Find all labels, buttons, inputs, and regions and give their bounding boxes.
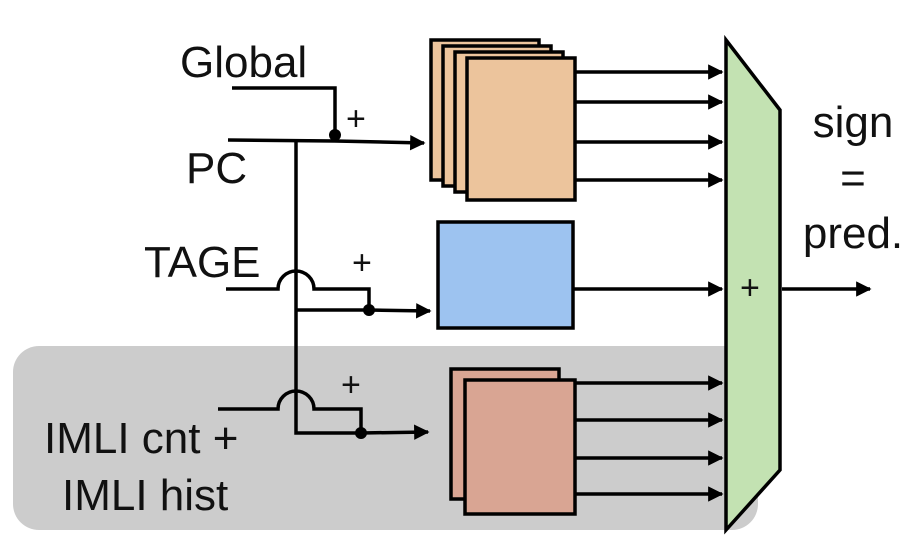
tage-table-input-arrow — [368, 303, 432, 319]
global-input-line — [232, 86, 337, 135]
tage-input-line — [226, 269, 371, 309]
pc-input-line — [227, 138, 336, 143]
global-table — [465, 56, 577, 202]
adder-plus-label: + — [740, 269, 760, 307]
imli-table-stack — [449, 367, 577, 516]
pc-branch-line — [294, 141, 361, 435]
imli-input-line — [218, 389, 363, 433]
tage-label: TAGE — [144, 238, 261, 287]
output-equals-label: = — [840, 154, 866, 203]
tage-table — [436, 220, 575, 330]
output-pred-label: pred. — [803, 209, 903, 258]
global-table-input-arrow — [334, 134, 426, 151]
imli-table — [463, 378, 577, 516]
global-xor-dot — [329, 129, 341, 141]
imli-label-line2: IMLI hist — [62, 471, 228, 520]
imli-plus-label: + — [341, 366, 361, 404]
global-table-stack — [429, 38, 577, 202]
output-sign-label: sign — [813, 98, 894, 147]
imli-table-input-arrow — [360, 424, 430, 440]
global-label: Global — [180, 38, 307, 87]
imli-label-line1: IMLI cnt + — [44, 414, 238, 463]
pc-label: PC — [186, 144, 247, 193]
global-plus-label: + — [346, 100, 366, 138]
adder — [724, 34, 782, 535]
tage-plus-label: + — [352, 244, 372, 282]
